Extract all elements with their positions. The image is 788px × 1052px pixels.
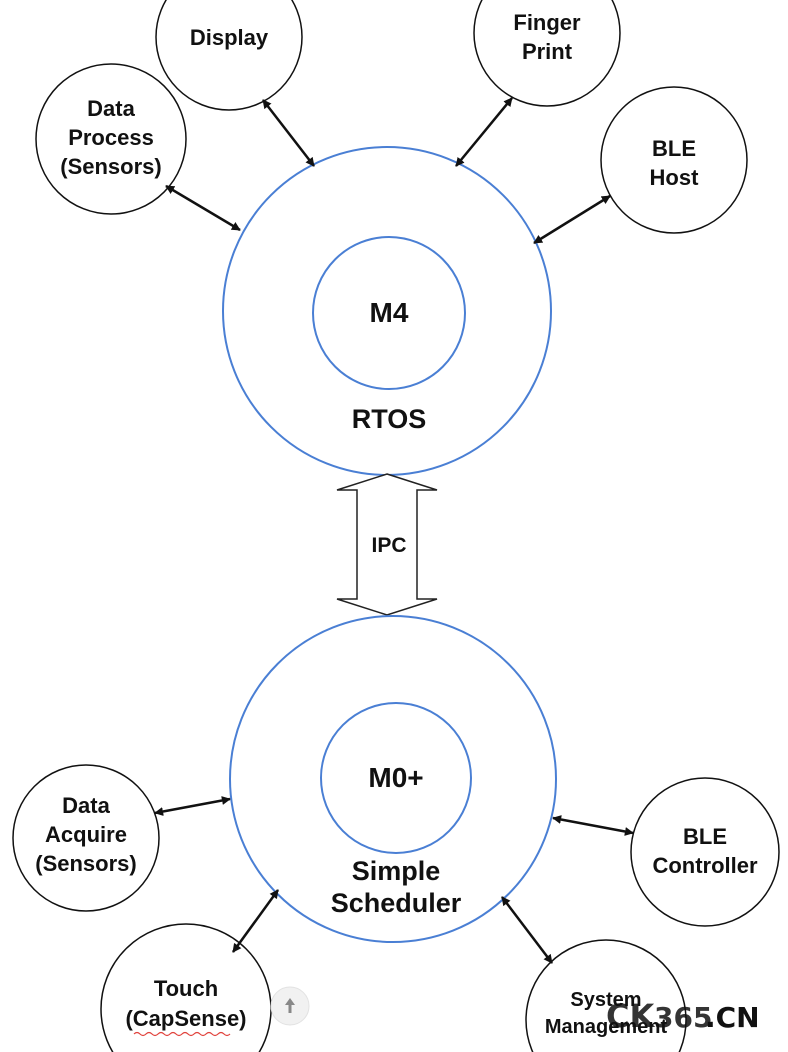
display-rtos-arrow <box>262 99 315 167</box>
data-process-label-line1: Data <box>87 96 135 121</box>
m0plus-core-label: M0+ <box>368 762 423 793</box>
ipc-label: IPC <box>371 534 406 557</box>
finger-print-label-line2: Print <box>522 39 573 64</box>
ble-controller-node: BLE Controller <box>630 777 780 927</box>
touch-node: Touch (CapSense) <box>100 923 272 1052</box>
touch-scheduler-arrow <box>231 889 280 953</box>
data-acquire-label-line3: (Sensors) <box>35 851 136 876</box>
data-process-node: Data Process (Sensors) <box>35 63 187 215</box>
spellcheck-underline <box>133 1031 231 1037</box>
finger-print-node: Finger Print <box>473 0 621 107</box>
scroll-up-button[interactable] <box>270 986 310 1026</box>
data-acquire-label-line1: Data <box>62 793 110 818</box>
scheduler-label-line2: Scheduler <box>331 888 462 918</box>
system-management-node: System Management <box>525 939 687 1052</box>
data-process-label-line3: (Sensors) <box>60 154 161 179</box>
system-management-label-line1: System <box>570 989 641 1011</box>
display-node: Display <box>155 0 303 111</box>
display-label: Display <box>190 25 269 50</box>
m0plus-inner-ring <box>320 702 472 854</box>
ipc-double-arrow <box>336 473 438 616</box>
ck365-watermark: CK 365 .CN <box>606 997 760 1035</box>
m4-inner-ring <box>312 236 466 390</box>
ble-host-label-line2: Host <box>650 165 700 190</box>
touch-label-line1: Touch <box>154 976 218 1001</box>
finger-print-rtos-arrow <box>455 97 513 167</box>
system-management-scheduler-arrow <box>501 896 553 964</box>
touch-label-line2: (CapSense) <box>125 1006 246 1031</box>
rtos-label: RTOS <box>352 404 427 434</box>
data-process-label-line2: Process <box>68 125 154 150</box>
ble-host-rtos-arrow <box>533 194 611 245</box>
scheduler-label-line1: Simple <box>352 856 441 886</box>
ble-controller-scheduler-arrow <box>552 815 634 836</box>
watermark-ck: CK <box>606 997 655 1035</box>
scheduler-outer-ring <box>229 615 557 943</box>
ble-controller-label-line1: BLE <box>683 824 727 849</box>
arrow-up-icon <box>285 998 295 1013</box>
data-acquire-node: Data Acquire (Sensors) <box>12 764 160 912</box>
data-process-rtos-arrow <box>165 184 241 232</box>
system-management-label-line2: Management <box>545 1016 668 1038</box>
data-acquire-scheduler-arrow <box>154 796 231 816</box>
watermark-cn: .CN <box>705 1001 760 1034</box>
data-acquire-label-line2: Acquire <box>45 822 127 847</box>
m4-core-label: M4 <box>370 297 409 328</box>
ble-controller-label-line2: Controller <box>652 853 758 878</box>
finger-print-label-line1: Finger <box>513 10 581 35</box>
ble-host-label-line1: BLE <box>652 136 696 161</box>
watermark-365: 365 <box>654 1001 712 1034</box>
ble-host-node: BLE Host <box>600 86 748 234</box>
